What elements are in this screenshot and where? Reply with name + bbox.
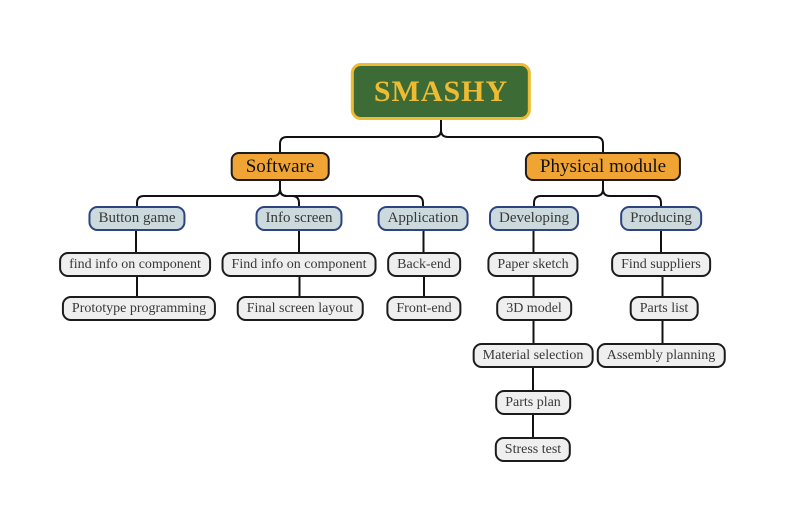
node-parts-plan[interactable]: Parts plan — [495, 390, 571, 415]
node-parts-list[interactable]: Parts list — [629, 296, 699, 321]
node-3d-model[interactable]: 3D model — [496, 296, 572, 321]
node-button-game[interactable]: Button game — [88, 206, 186, 231]
node-final-screen-layout[interactable]: Final screen layout — [236, 296, 364, 321]
node-producing[interactable]: Producing — [620, 206, 702, 231]
node-find-info-on-component-2[interactable]: Find info on component — [221, 252, 377, 277]
node-developing[interactable]: Developing — [489, 206, 579, 231]
node-physical-module[interactable]: Physical module — [524, 152, 682, 181]
node-paper-sketch[interactable]: Paper sketch — [487, 252, 579, 277]
node-front-end[interactable]: Front-end — [386, 296, 462, 321]
node-assembly-planning[interactable]: Assembly planning — [596, 343, 726, 368]
node-find-info-on-component-1[interactable]: find info on component — [59, 252, 211, 277]
node-info-screen[interactable]: Info screen — [255, 206, 343, 231]
node-find-suppliers[interactable]: Find suppliers — [611, 252, 711, 277]
node-smashy[interactable]: SMASHY — [350, 63, 532, 120]
node-material-selection[interactable]: Material selection — [472, 343, 594, 368]
node-back-end[interactable]: Back-end — [387, 252, 461, 277]
node-software[interactable]: Software — [230, 152, 330, 181]
node-prototype-programming[interactable]: Prototype programming — [61, 296, 217, 321]
node-application[interactable]: Application — [377, 206, 469, 231]
node-stress-test[interactable]: Stress test — [494, 437, 572, 462]
